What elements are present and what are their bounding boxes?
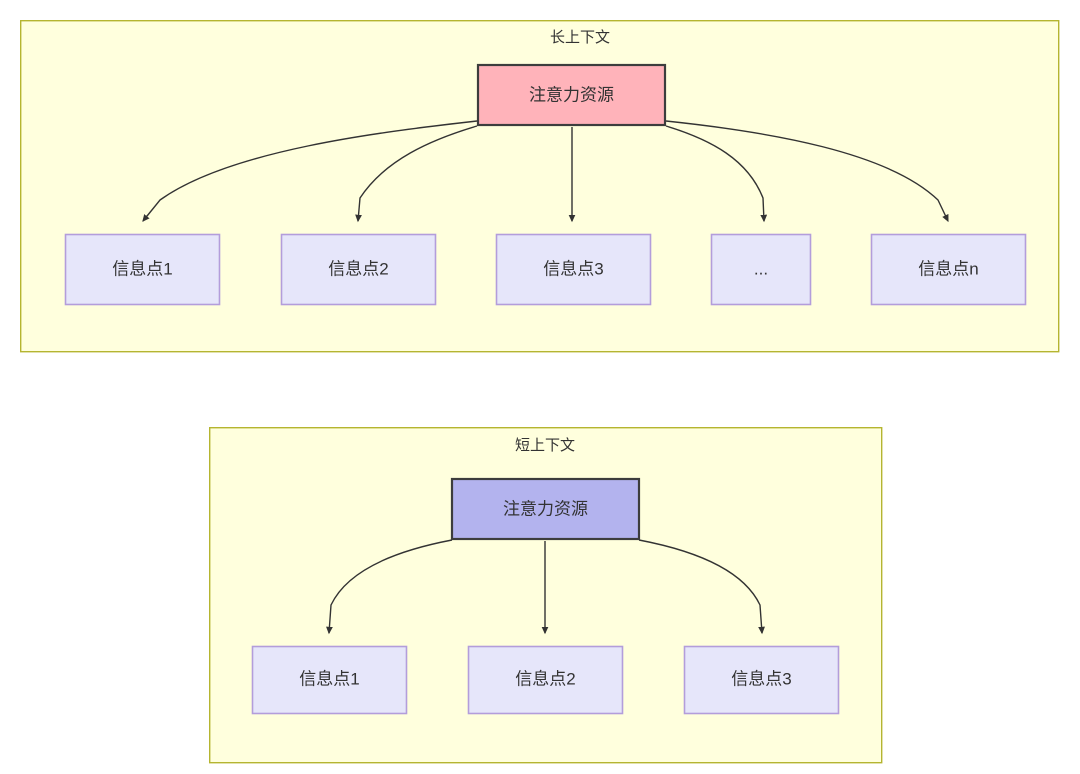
node-attention-resource-long[interactable]: 注意力资源 [476,63,667,127]
node-box-attention-resource-short[interactable] [450,477,641,541]
edge-root-to-info-1 [142,120,478,222]
node-box-info-point-3-long[interactable] [495,233,652,306]
node-label-info-point-n-long: 信息点n [918,259,978,278]
node-label-info-point-1-long: 信息点1 [112,259,172,278]
edges-short-context [326,539,765,635]
panel-title-long-context: 长上下文 [550,29,610,46]
panel-title-short-context: 短上下文 [515,437,575,454]
edge-root-to-info-n [665,120,949,223]
node-info-point-2-long[interactable]: 信息点2 [280,233,437,306]
panel-short-context: 短上下文 注意力资源 信息点1 信息点2 [208,427,883,764]
edge-root-to-info-2 [355,125,478,223]
node-info-point-1-long[interactable]: 信息点1 [64,233,221,306]
node-label-info-point-2-short: 信息点2 [515,669,575,688]
node-info-point-3-long[interactable]: 信息点3 [495,233,652,306]
node-label-info-point-2-long: 信息点2 [328,259,388,278]
node-label-attention-resource-short: 注意力资源 [503,499,588,518]
node-box-info-point-2-long[interactable] [280,233,437,306]
node-box-info-point-2-short[interactable] [467,645,624,715]
node-box-info-point-ellipsis-long[interactable] [710,233,812,306]
node-box-attention-resource-long[interactable] [476,63,667,127]
node-box-info-point-n-long[interactable] [870,233,1027,306]
node-label-info-point-ellipsis-long: ... [754,259,768,278]
node-label-info-point-3-short: 信息点3 [731,669,791,688]
edge-root-to-info-ellipsis [665,125,768,223]
edges-long-context [142,120,949,223]
edge-root-to-info-3-short [638,539,765,635]
node-info-point-3-short[interactable]: 信息点3 [683,645,840,715]
edge-root-to-info-1-short [326,539,453,635]
node-info-point-1-short[interactable]: 信息点1 [251,645,408,715]
node-box-info-point-3-short[interactable] [683,645,840,715]
node-box-info-point-1-long[interactable] [64,233,221,306]
panel-long-context: 长上下文 注意力资源 信息点1 信息点2 [20,20,1060,353]
node-label-info-point-1-short: 信息点1 [299,669,359,688]
node-label-attention-resource-long: 注意力资源 [529,85,614,104]
node-label-info-point-3-long: 信息点3 [543,259,603,278]
node-info-point-2-short[interactable]: 信息点2 [467,645,624,715]
node-info-point-ellipsis-long[interactable]: ... [710,233,812,306]
node-attention-resource-short[interactable]: 注意力资源 [450,477,641,541]
node-info-point-n-long[interactable]: 信息点n [870,233,1027,306]
node-box-info-point-1-short[interactable] [251,645,408,715]
